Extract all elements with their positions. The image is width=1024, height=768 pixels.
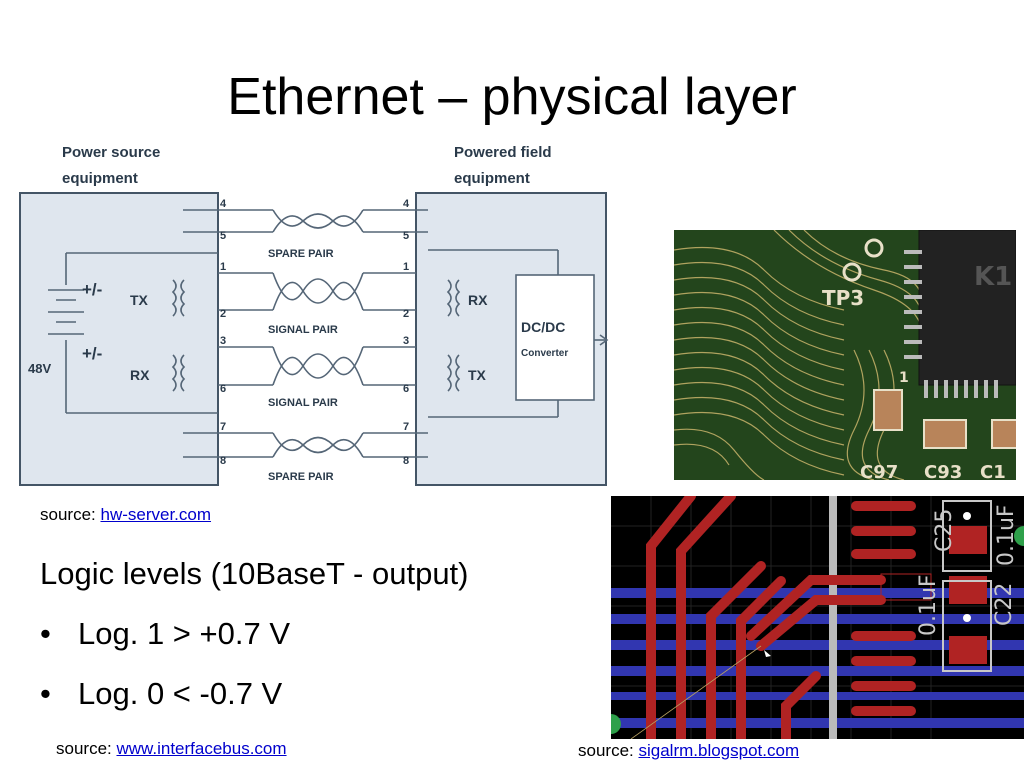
pin-left-3: 3: [220, 335, 226, 347]
pin-left-2: 2: [220, 308, 226, 320]
pin-left-4: 4: [220, 198, 227, 210]
dcdc-converter-box: [515, 274, 595, 401]
pin-right-6: 6: [403, 383, 409, 395]
power-source-box: [19, 192, 219, 486]
source-prefix: source:: [56, 739, 117, 758]
slide-title: Ethernet – physical layer: [227, 68, 797, 126]
ic-chip: [918, 230, 1016, 386]
link-sigalrm[interactable]: sigalrm.blogspot.com: [638, 741, 800, 760]
pcb-label-01uf-top: 0.1uF: [994, 504, 1019, 566]
right-caption-line1: Powered field: [454, 144, 552, 161]
pin-right-1: 1: [403, 261, 409, 273]
plus-minus-top: +/-: [82, 280, 102, 299]
photo-label-tp3: TP3: [822, 286, 864, 310]
right-caption-line2: equipment: [454, 170, 530, 187]
pin-left-6: 6: [220, 383, 226, 395]
pin-right-7: 7: [403, 421, 409, 433]
signal-pair-2-label: SIGNAL PAIR: [268, 397, 338, 409]
rx-right-label: RX: [468, 292, 488, 308]
link-interfacebus[interactable]: www.interfacebus.com: [116, 739, 287, 758]
pcb-label-01uf-bottom: 0.1uF: [916, 574, 941, 636]
spare-pair-bottom-label: SPARE PAIR: [268, 471, 334, 483]
bullet-log0-text: Log. 0 < -0.7 V: [78, 676, 283, 711]
bullet-log1: • Log. 1 > +0.7 V: [40, 616, 290, 652]
pcb-photo: TP3 C97 C93 C1 K1 1: [674, 230, 1016, 480]
pin-left-7: 7: [220, 421, 226, 433]
photo-label-c97: C97: [860, 462, 898, 480]
pcb-label-c22: C22: [992, 583, 1017, 626]
rx-left-label: RX: [130, 367, 150, 383]
pin-right-2: 2: [403, 308, 409, 320]
pin-right-4: 4: [403, 198, 410, 210]
plus-minus-bottom: +/-: [82, 344, 102, 363]
tx-right-label: TX: [468, 367, 487, 383]
pin-right-8: 8: [403, 455, 409, 467]
signal-pair-1-label: SIGNAL PAIR: [268, 324, 338, 336]
poe-diagram: Power source equipment Powered field equ…: [19, 144, 609, 486]
link-hw-server[interactable]: hw-server.com: [100, 505, 212, 524]
source-hw-server: source: hw-server.com: [40, 505, 211, 525]
pin-right-3: 3: [403, 335, 409, 347]
spare-pair-top-label: SPARE PAIR: [268, 248, 334, 260]
photo-label-c1: C1: [980, 462, 1006, 480]
source-prefix: source:: [578, 741, 639, 760]
tx-left-label: TX: [130, 292, 149, 308]
photo-label-k1: K1: [974, 262, 1012, 292]
pin-left-8: 8: [220, 455, 226, 467]
left-caption-line1: Power source: [62, 144, 160, 161]
pin-left-1: 1: [220, 261, 226, 273]
bullet-dot: •: [40, 616, 51, 651]
left-caption-line2: equipment: [62, 170, 138, 187]
source-sigalrm: source: sigalrm.blogspot.com: [578, 741, 799, 761]
pin-right-5: 5: [403, 230, 409, 242]
converter-label: Converter: [521, 348, 568, 359]
pin-left-5: 5: [220, 230, 226, 242]
pcb-label-c25: C25: [932, 509, 957, 552]
dcdc-label: DC/DC: [521, 319, 565, 335]
photo-label-c93: C93: [924, 462, 962, 480]
bullet-dot: •: [40, 676, 51, 711]
logic-levels-heading: Logic levels (10BaseT - output): [40, 556, 469, 591]
source-interfacebus: source: www.interfacebus.com: [56, 739, 287, 759]
photo-label-1: 1: [899, 370, 909, 386]
source-prefix: source:: [40, 505, 101, 524]
bullet-log1-text: Log. 1 > +0.7 V: [78, 616, 291, 651]
pcb-layout: C25 0.1uF C22 0.1uF: [611, 496, 1024, 739]
bullet-log0: • Log. 0 < -0.7 V: [40, 676, 282, 712]
voltage-label: 48V: [28, 361, 51, 376]
